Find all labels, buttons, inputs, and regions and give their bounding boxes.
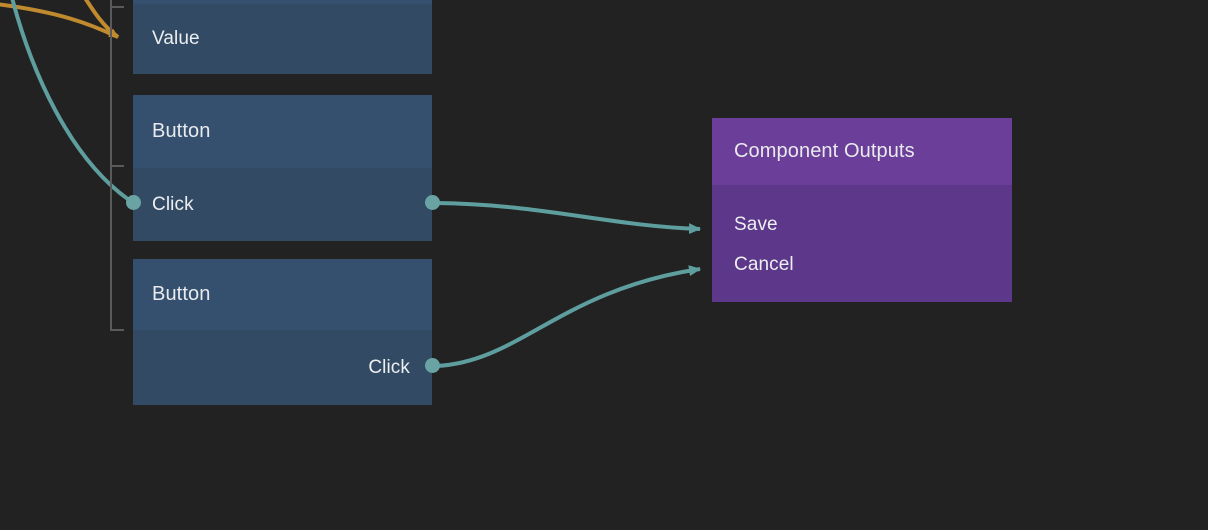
tree-bracket-tick-middle [112, 165, 124, 167]
port-dot-button-two-out[interactable] [425, 358, 440, 373]
node-value[interactable]: Value [133, 0, 432, 74]
node-component-outputs-header: Component Outputs [712, 118, 1012, 185]
port-cancel-label: Cancel [734, 254, 794, 275]
node-component-outputs[interactable]: Component Outputs Save Cancel [712, 118, 1012, 302]
node-button-two-header: Button [133, 259, 432, 330]
node-button-one-header: Button [133, 95, 432, 168]
node-button-two[interactable]: Button Click [133, 259, 432, 405]
port-button-one-click-label: Click [152, 193, 194, 215]
port-dot-button-one-in[interactable] [126, 195, 141, 210]
port-button-two-click-out[interactable]: Click [133, 330, 432, 405]
node-button-two-title: Button [152, 283, 211, 305]
node-value-body: Value [133, 4, 432, 74]
port-dot-button-one-out[interactable] [425, 195, 440, 210]
tree-bracket-vertical [110, 0, 112, 331]
port-value-label: Value [152, 28, 200, 49]
port-save-label: Save [734, 214, 778, 235]
node-component-outputs-body: Save Cancel [712, 185, 1012, 302]
edge-orange-a [0, 2, 119, 39]
edge-teal-incoming [10, 0, 134, 204]
node-value-header [133, 0, 432, 4]
tree-bracket-tick-bottom [112, 329, 124, 331]
node-component-outputs-title: Component Outputs [734, 140, 915, 162]
port-cancel-in[interactable]: Cancel [712, 245, 1012, 285]
edge-teal-cancel [435, 265, 701, 368]
node-button-one[interactable]: Button Click [133, 95, 432, 241]
port-button-one-click-in[interactable]: Click [133, 168, 432, 241]
node-button-one-body: Click [133, 168, 432, 241]
port-value-in[interactable]: Value [133, 4, 432, 74]
tree-bracket-tick-top [112, 6, 124, 8]
edge-teal-save [435, 201, 701, 235]
node-button-two-body: Click [133, 330, 432, 405]
port-button-two-click-label: Click [368, 356, 410, 378]
port-save-in[interactable]: Save [712, 205, 1012, 245]
node-button-one-title: Button [152, 120, 211, 142]
